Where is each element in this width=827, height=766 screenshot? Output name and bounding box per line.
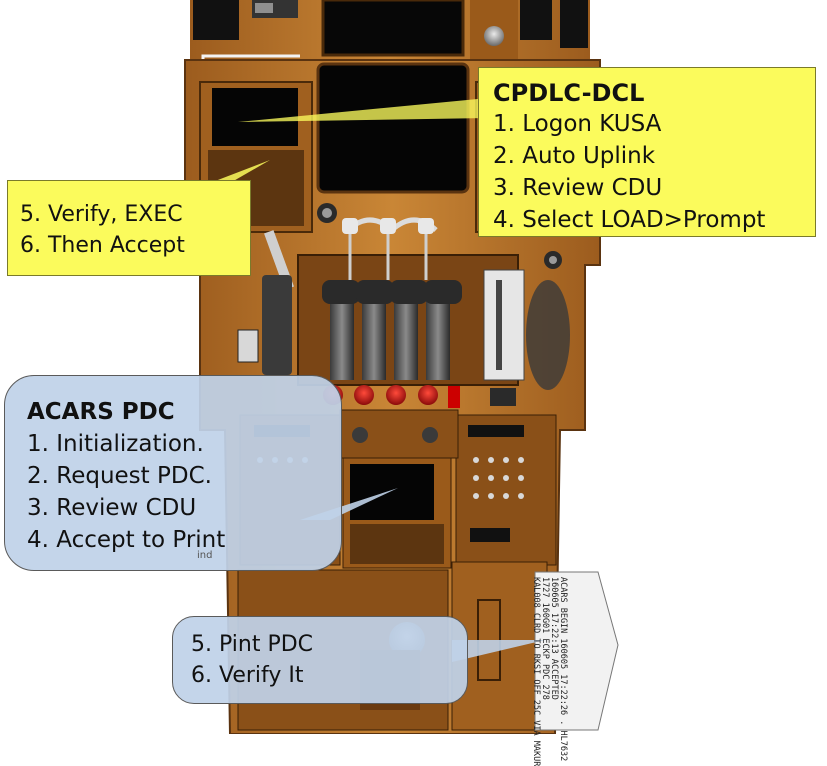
left-cdu — [199, 81, 313, 233]
printout-line: 1727 160G01 ECKP PDC 278 — [540, 577, 550, 700]
print-pointer — [452, 640, 545, 662]
printout-line: 160605 17:22:13 ACCEPTED — [549, 577, 559, 700]
faint-label: ind — [197, 550, 213, 561]
verify-pointer — [210, 160, 270, 183]
print-step: 6. Verify It — [191, 663, 304, 688]
flap-lever — [483, 269, 570, 390]
printout-line: KAL008 CLRD TO RKSI OFF 25C VIA MAKUR — [531, 577, 541, 766]
speedbrake-lever — [237, 230, 294, 375]
print-pdc-callout: 5. Pint PDC 6. Verify It — [172, 616, 468, 704]
cpdlc-dcl-callout: CPDLC-DCL 1. Logon KUSA 2. Auto Uplink 3… — [478, 67, 816, 237]
acars-step: 4. Accept to Print — [27, 527, 226, 553]
verify-step: 5. Verify, EXEC — [20, 202, 183, 227]
acars-step: 1. Initialization. — [27, 431, 204, 457]
lower-cdu — [342, 457, 452, 569]
acars-step: 2. Request PDC. — [27, 463, 212, 489]
printout-paper — [534, 571, 619, 731]
acars-title: ACARS PDC — [27, 399, 175, 425]
cpdlc-step: 1. Logon KUSA — [493, 111, 662, 137]
verify-step: 6. Then Accept — [20, 233, 185, 258]
acars-step: 3. Review CDU — [27, 495, 197, 521]
printout-text: ACARS BEGIN 160605 17:22:26 . HL7632 160… — [531, 577, 570, 766]
cpdlc-pointer — [238, 98, 488, 122]
acars-pdc-callout: ACARS PDC 1. Initialization. 2. Request … — [4, 375, 342, 571]
thrust-levers — [297, 217, 519, 386]
verify-exec-callout: 5. Verify, EXEC 6. Then Accept — [7, 180, 251, 276]
cpdlc-step: 4. Select LOAD>Prompt — [493, 207, 766, 233]
center-display — [316, 62, 470, 194]
print-step: 5. Pint PDC — [191, 632, 314, 657]
cpdlc-step: 3. Review CDU — [493, 175, 663, 201]
cpdlc-title: CPDLC-DCL — [493, 79, 645, 107]
cpdlc-step: 2. Auto Uplink — [493, 143, 656, 169]
